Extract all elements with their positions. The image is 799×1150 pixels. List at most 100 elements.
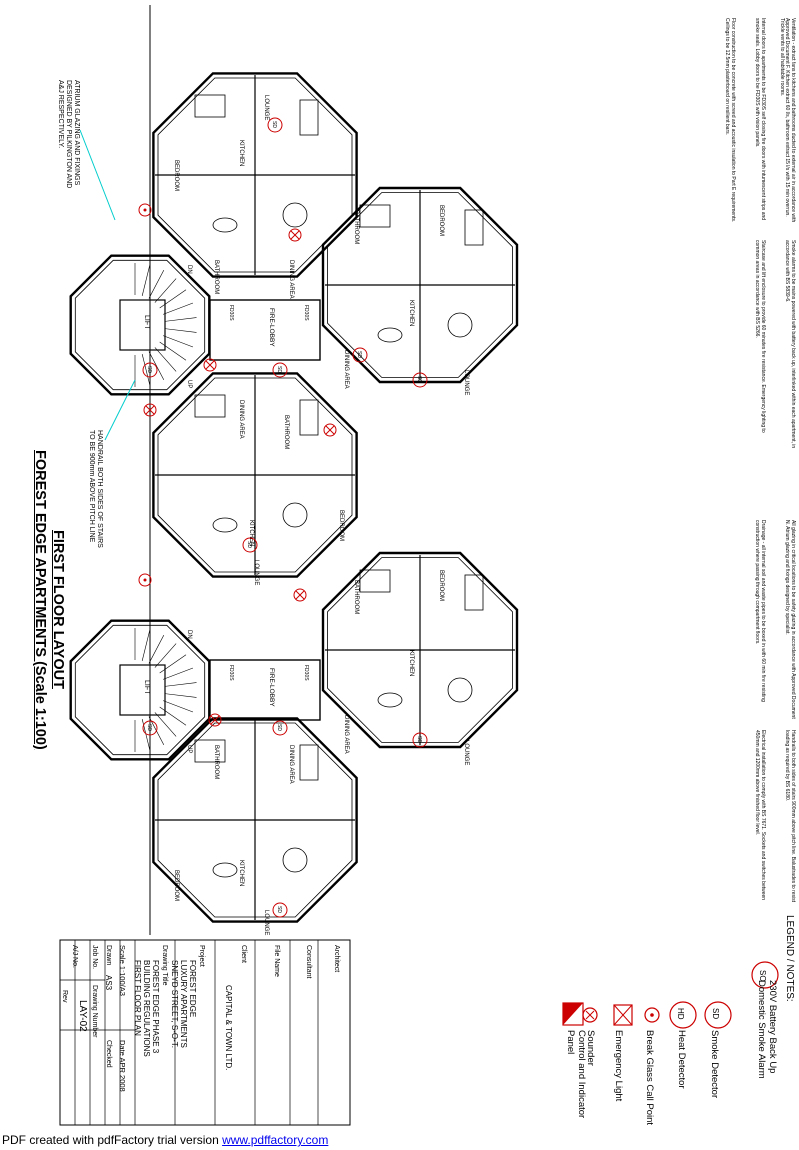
- tb-drawing-no: LAY-02: [77, 1000, 88, 1032]
- sounder-icon: [323, 423, 337, 437]
- room-label: KITCHEN: [238, 140, 244, 166]
- stair-tread: [159, 706, 187, 726]
- smoke-detector-icon: [272, 720, 288, 736]
- fire-lobby-1: [209, 299, 321, 361]
- sounder-icon-x2: [205, 360, 215, 370]
- room-label: DINING AREA: [288, 260, 294, 299]
- smoke-detector-icon: [352, 347, 368, 363]
- stair-core-2: [69, 619, 211, 761]
- room-label: KITCHEN: [408, 300, 414, 326]
- room-label: KITCHEN: [408, 650, 414, 676]
- room-label: LOUNGE: [263, 910, 269, 935]
- stair-tread: [162, 302, 194, 315]
- notes-column-1: Ventilation - extract fans to kitchens a…: [779, 18, 796, 223]
- footer-text: PDF created with pdfFactory trial versio…: [2, 1133, 223, 1147]
- bath-furniture: [377, 327, 403, 343]
- room-label: BATHROOM: [213, 745, 219, 779]
- tb-drawn: AS3: [104, 975, 113, 991]
- room-label: KITCHEN: [248, 520, 254, 546]
- room-label: BATHROOM: [283, 415, 289, 449]
- smoke-detector-icon: [142, 362, 158, 378]
- tb-drawing-title-1: FOREST EDGE PHASE 3: [151, 960, 160, 1054]
- smoke-detector-icon: [272, 902, 288, 918]
- call-point-icon: [138, 203, 152, 217]
- stair-tread: [162, 667, 194, 680]
- atrium-callout: ATRIUM GLAZING AND FIXINGS DESIGNED BY P…: [57, 80, 80, 189]
- legend-smoke-alarm-icon: [751, 961, 779, 989]
- room-label: DINING AREA: [238, 400, 244, 439]
- smoke-detector-code: SD: [146, 366, 152, 373]
- pdf-footer: PDF created with pdfFactory trial versio…: [2, 1133, 328, 1147]
- sofa-furniture: [299, 99, 319, 136]
- tb-project-2: LUXURY APARTMENTS: [179, 960, 188, 1048]
- notes-column-2: Internal doors to apartments to be FD30S…: [754, 18, 767, 221]
- room-label: BATHROOM: [213, 260, 219, 294]
- legend-heat-detector-label: Heat Detector: [676, 1030, 687, 1089]
- smoke-detector-icon: [412, 732, 428, 748]
- legend-call-point-dot: [650, 1013, 654, 1017]
- lift-label: LIFT: [143, 680, 150, 695]
- tb-drawing-title-2: BUILDING REGULATIONS: [142, 960, 151, 1057]
- smoke-detector-code: SD: [271, 121, 277, 128]
- legend-smoke-detector-icon: [704, 1001, 732, 1029]
- stair-up-label: UP: [186, 380, 192, 388]
- legend-smoke-detector-label: Smoke Detector: [709, 1030, 720, 1099]
- legend-emergency-light-x2: [613, 1004, 633, 1026]
- door-label: FD30S: [303, 665, 309, 681]
- dining-table: [282, 847, 308, 873]
- notes-column-8: Handrails to both sides of stairs 900mm …: [784, 730, 797, 903]
- legend-sounder-x2: [585, 1010, 595, 1020]
- smoke-detector-code: SD: [416, 376, 422, 383]
- bed-furniture: [359, 569, 391, 593]
- room-label: LOUNGE: [463, 740, 469, 765]
- tb-architect-label: Architect: [333, 945, 340, 973]
- stair-tread: [162, 335, 194, 348]
- apartment-2-outline-inner: [327, 192, 513, 378]
- stair-tread: [148, 269, 165, 299]
- tb-drawing-title-label: Drawing Title: [161, 945, 168, 986]
- tb-scale: Scale 1:100/A3: [118, 945, 127, 996]
- lift-shaft-2: [119, 664, 166, 716]
- notes-column-3: Floor construction to be concrete with s…: [724, 18, 737, 223]
- tb-drawing-no-label: Drawing Number: [91, 985, 98, 1038]
- sounder-icon: [203, 358, 217, 372]
- tb-drawing-title-3: FIRST FLOOR PLAN: [133, 960, 142, 1036]
- stair-dn-label: DN: [186, 265, 192, 274]
- stair-tread: [154, 278, 177, 303]
- stair-core-2-inner: [74, 624, 206, 756]
- stair-tread: [141, 354, 151, 386]
- dining-table: [447, 312, 473, 338]
- legend-control-panel-label: Control and Indicator Panel: [565, 1030, 587, 1119]
- apartment-1-outline-inner: [157, 77, 353, 273]
- notes-column-9: Electrical installation to comply with B…: [754, 730, 767, 901]
- sofa-furniture: [464, 209, 484, 246]
- room-label: DINING AREA: [343, 350, 349, 389]
- room-label: LOUNGE: [263, 95, 269, 120]
- bath-furniture: [212, 217, 238, 233]
- sounder-icon-x2: [145, 405, 155, 415]
- call-point-icon: [138, 573, 152, 587]
- dining-table: [447, 677, 473, 703]
- bed-furniture: [194, 94, 226, 118]
- stair-core-1: [69, 254, 211, 396]
- bed-furniture: [194, 739, 226, 763]
- smoke-detector-code: SD: [356, 351, 362, 358]
- room-label: BATHROOM: [353, 210, 359, 244]
- stair-tread: [159, 341, 187, 361]
- apartment-2-outline: [321, 186, 519, 384]
- bed-furniture: [359, 204, 391, 228]
- legend-call-point-label: Break Glass Call Point: [644, 1030, 655, 1126]
- stair-tread: [164, 693, 197, 698]
- tb-aj-label: A/J No.: [71, 945, 78, 968]
- title-block-frame: [59, 939, 351, 1126]
- bath-furniture: [212, 517, 238, 533]
- tb-project-label: Project: [198, 945, 205, 967]
- room-label: LOUNGE: [463, 370, 469, 395]
- footer-link[interactable]: www.pdffactory.com: [222, 1133, 329, 1147]
- room-label: KITCHEN: [238, 860, 244, 886]
- dining-table: [282, 202, 308, 228]
- smoke-detector-icon: [142, 720, 158, 736]
- smoke-detector-code: SD: [276, 906, 282, 913]
- smoke-detector-icon: [272, 362, 288, 378]
- sofa-furniture: [299, 744, 319, 781]
